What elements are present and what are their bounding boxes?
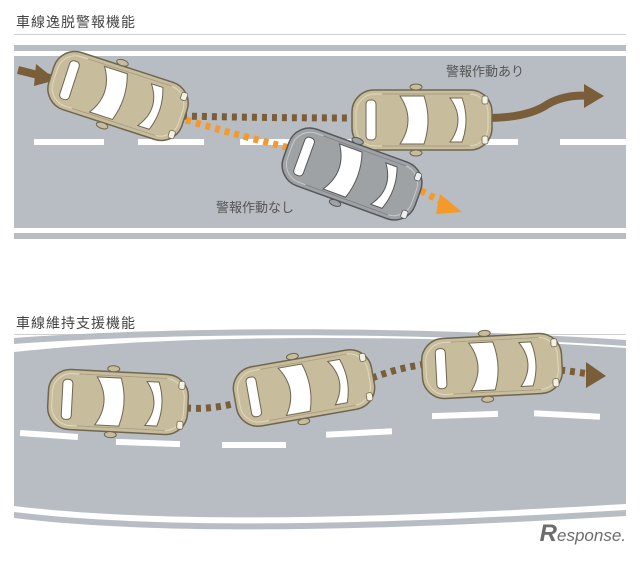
warning-off-path	[185, 116, 291, 152]
warning-on-arrow	[485, 91, 591, 122]
car-assist-3	[419, 325, 565, 407]
warning-on-path	[181, 112, 361, 122]
keep-assist-arrowhead	[586, 362, 606, 388]
warning-on-arrowhead	[584, 84, 604, 108]
label-warning-on: 警報作動あり	[446, 64, 524, 80]
response-logo: Response.	[539, 520, 626, 547]
car-assist-1	[45, 361, 191, 443]
warning-off-arrowhead	[436, 194, 462, 214]
keep-assist-path-1	[185, 398, 241, 412]
label-warning-off: 警報作動なし	[216, 200, 294, 216]
title-divider	[14, 34, 626, 35]
lane-markings-curved	[19, 410, 601, 448]
car-corrected	[351, 83, 493, 157]
lane-departure-warning-title: 車線逸脱警報機能	[16, 15, 136, 31]
lane-keeping-assist-title: 車線維持支援機能	[16, 316, 136, 332]
